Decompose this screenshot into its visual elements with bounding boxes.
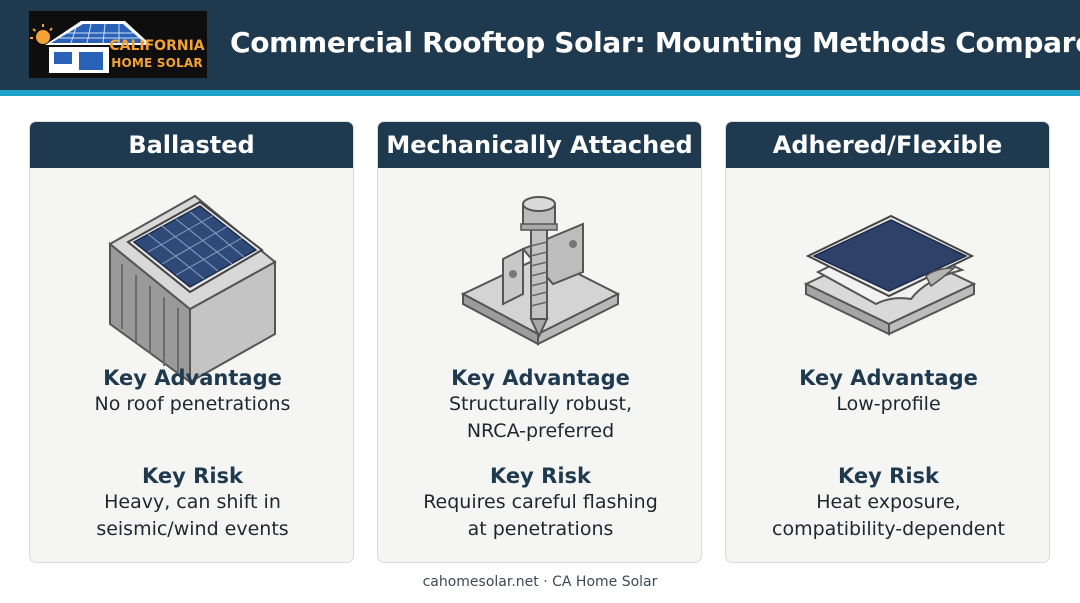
advantage-section: Key Advantage No roof penetrations: [30, 365, 353, 418]
bolt-bracket-icon: [460, 196, 621, 346]
card-ballasted: Ballasted Key Advantage No roof penetra: [29, 121, 354, 563]
card-title: Ballasted: [30, 122, 353, 168]
risk-text-line1: Requires careful flashing: [423, 491, 658, 513]
advantage-section: Key Advantage Structurally robust, NRCA-…: [378, 365, 701, 445]
risk-section: Key Risk Requires careful flashing at pe…: [378, 463, 701, 543]
advantage-section: Key Advantage Low-profile: [726, 365, 1049, 418]
risk-text-line2: seismic/wind events: [96, 518, 289, 540]
risk-text-line1: Heat exposure,: [816, 491, 961, 513]
risk-label: Key Risk: [142, 464, 243, 488]
card-adhered-flexible: Adhered/Flexible Key Advantage Low-profi…: [725, 121, 1050, 563]
page-title: Commercial Rooftop Solar: Mounting Metho…: [230, 26, 1080, 59]
advantage-text: No roof penetrations: [94, 393, 291, 415]
risk-text-line1: Heavy, can shift in: [104, 491, 281, 513]
logo-wordmark: CALIFORNIA HOME SOLAR: [109, 38, 205, 70]
company-logo: CALIFORNIA HOME SOLAR: [29, 11, 207, 78]
risk-label: Key Risk: [838, 464, 939, 488]
card-mechanically-attached: Mechanically Attached Key Advantage Stru…: [377, 121, 702, 563]
advantage-text-line2: NRCA-preferred: [466, 420, 615, 442]
header-accent-line: [0, 90, 1080, 96]
footer-credit[interactable]: cahomesolar.net · CA Home Solar: [422, 574, 658, 590]
advantage-text: Low-profile: [836, 393, 941, 415]
advantage-label: Key Advantage: [451, 366, 630, 390]
card-title: Adhered/Flexible: [726, 122, 1049, 168]
flexible-panel-icon: [803, 214, 977, 336]
advantage-label: Key Advantage: [799, 366, 978, 390]
risk-text-line2: at penetrations: [467, 518, 614, 540]
house-solar-icon: [30, 21, 151, 73]
risk-label: Key Risk: [490, 464, 591, 488]
card-title: Mechanically Attached: [378, 122, 701, 168]
risk-section: Key Risk Heat exposure, compatibility-de…: [726, 463, 1049, 543]
advantage-label: Key Advantage: [103, 366, 282, 390]
ballasted-block-icon: [108, 194, 277, 384]
risk-text-line2: compatibility-dependent: [772, 518, 1005, 540]
risk-section: Key Risk Heavy, can shift in seismic/win…: [30, 463, 353, 543]
advantage-text-line1: Structurally robust,: [448, 393, 633, 415]
